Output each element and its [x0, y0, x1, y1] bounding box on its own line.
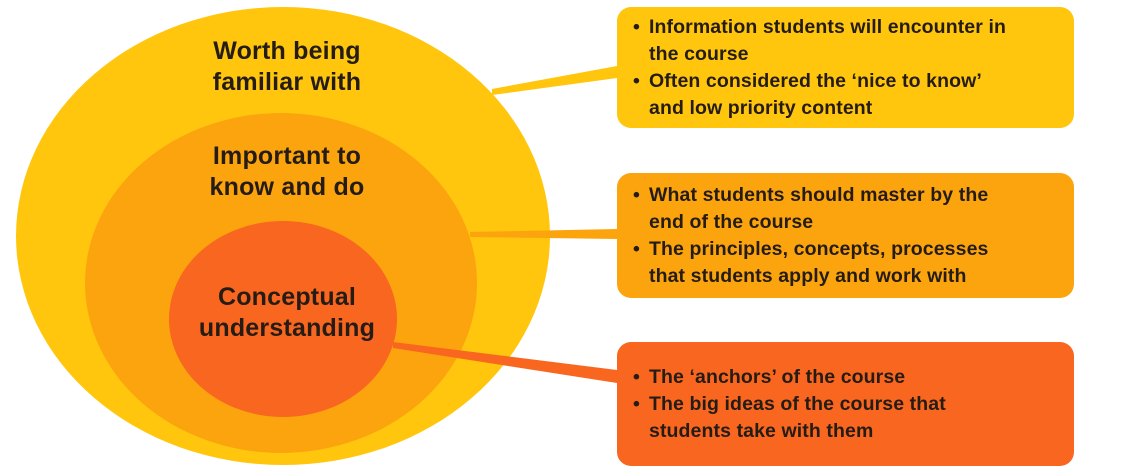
bullet-icon: •	[633, 392, 640, 415]
inner-ring-label: Conceptual understanding	[198, 283, 376, 342]
bullet-icon: •	[633, 15, 640, 38]
list-item: • Often considered the ‘nice to know’ an…	[633, 68, 1054, 122]
bullet-text: Information students will encounter in t…	[649, 15, 1006, 65]
bullet-icon: •	[633, 237, 640, 260]
bullet-icon: •	[633, 365, 640, 388]
list-item: • The principles, concepts, processes th…	[633, 236, 1054, 290]
bullet-icon: •	[633, 183, 640, 206]
bullet-text: The big ideas of the course that student…	[649, 392, 946, 442]
connector-line-outer	[492, 66, 617, 95]
bullet-icon: •	[633, 69, 640, 92]
bullet-text: The ‘anchors’ of the course	[649, 365, 906, 388]
bullet-text: What students should master by the end o…	[649, 183, 989, 233]
callout-box-worth-being-familiar: • Information students will encounter in…	[617, 7, 1074, 128]
bullet-text: Often considered the ‘nice to know’ and …	[649, 69, 982, 119]
bullet-text: The principles, concepts, processes that…	[649, 237, 989, 287]
callout-box-important-to-know: • What students should master by the end…	[617, 173, 1074, 298]
list-item: • The ‘anchors’ of the course	[633, 364, 1054, 391]
list-item: • The big ideas of the course that stude…	[633, 391, 1054, 445]
middle-ring-label: Important to know and do	[209, 142, 365, 201]
list-item: • What students should master by the end…	[633, 182, 1054, 236]
callout-box-conceptual-understanding: • The ‘anchors’ of the course • The big …	[617, 342, 1074, 466]
list-item: • Information students will encounter in…	[633, 14, 1054, 68]
outer-ring-label: Worth being familiar with	[212, 37, 362, 96]
inner-ellipse-conceptual-understanding	[169, 221, 397, 417]
